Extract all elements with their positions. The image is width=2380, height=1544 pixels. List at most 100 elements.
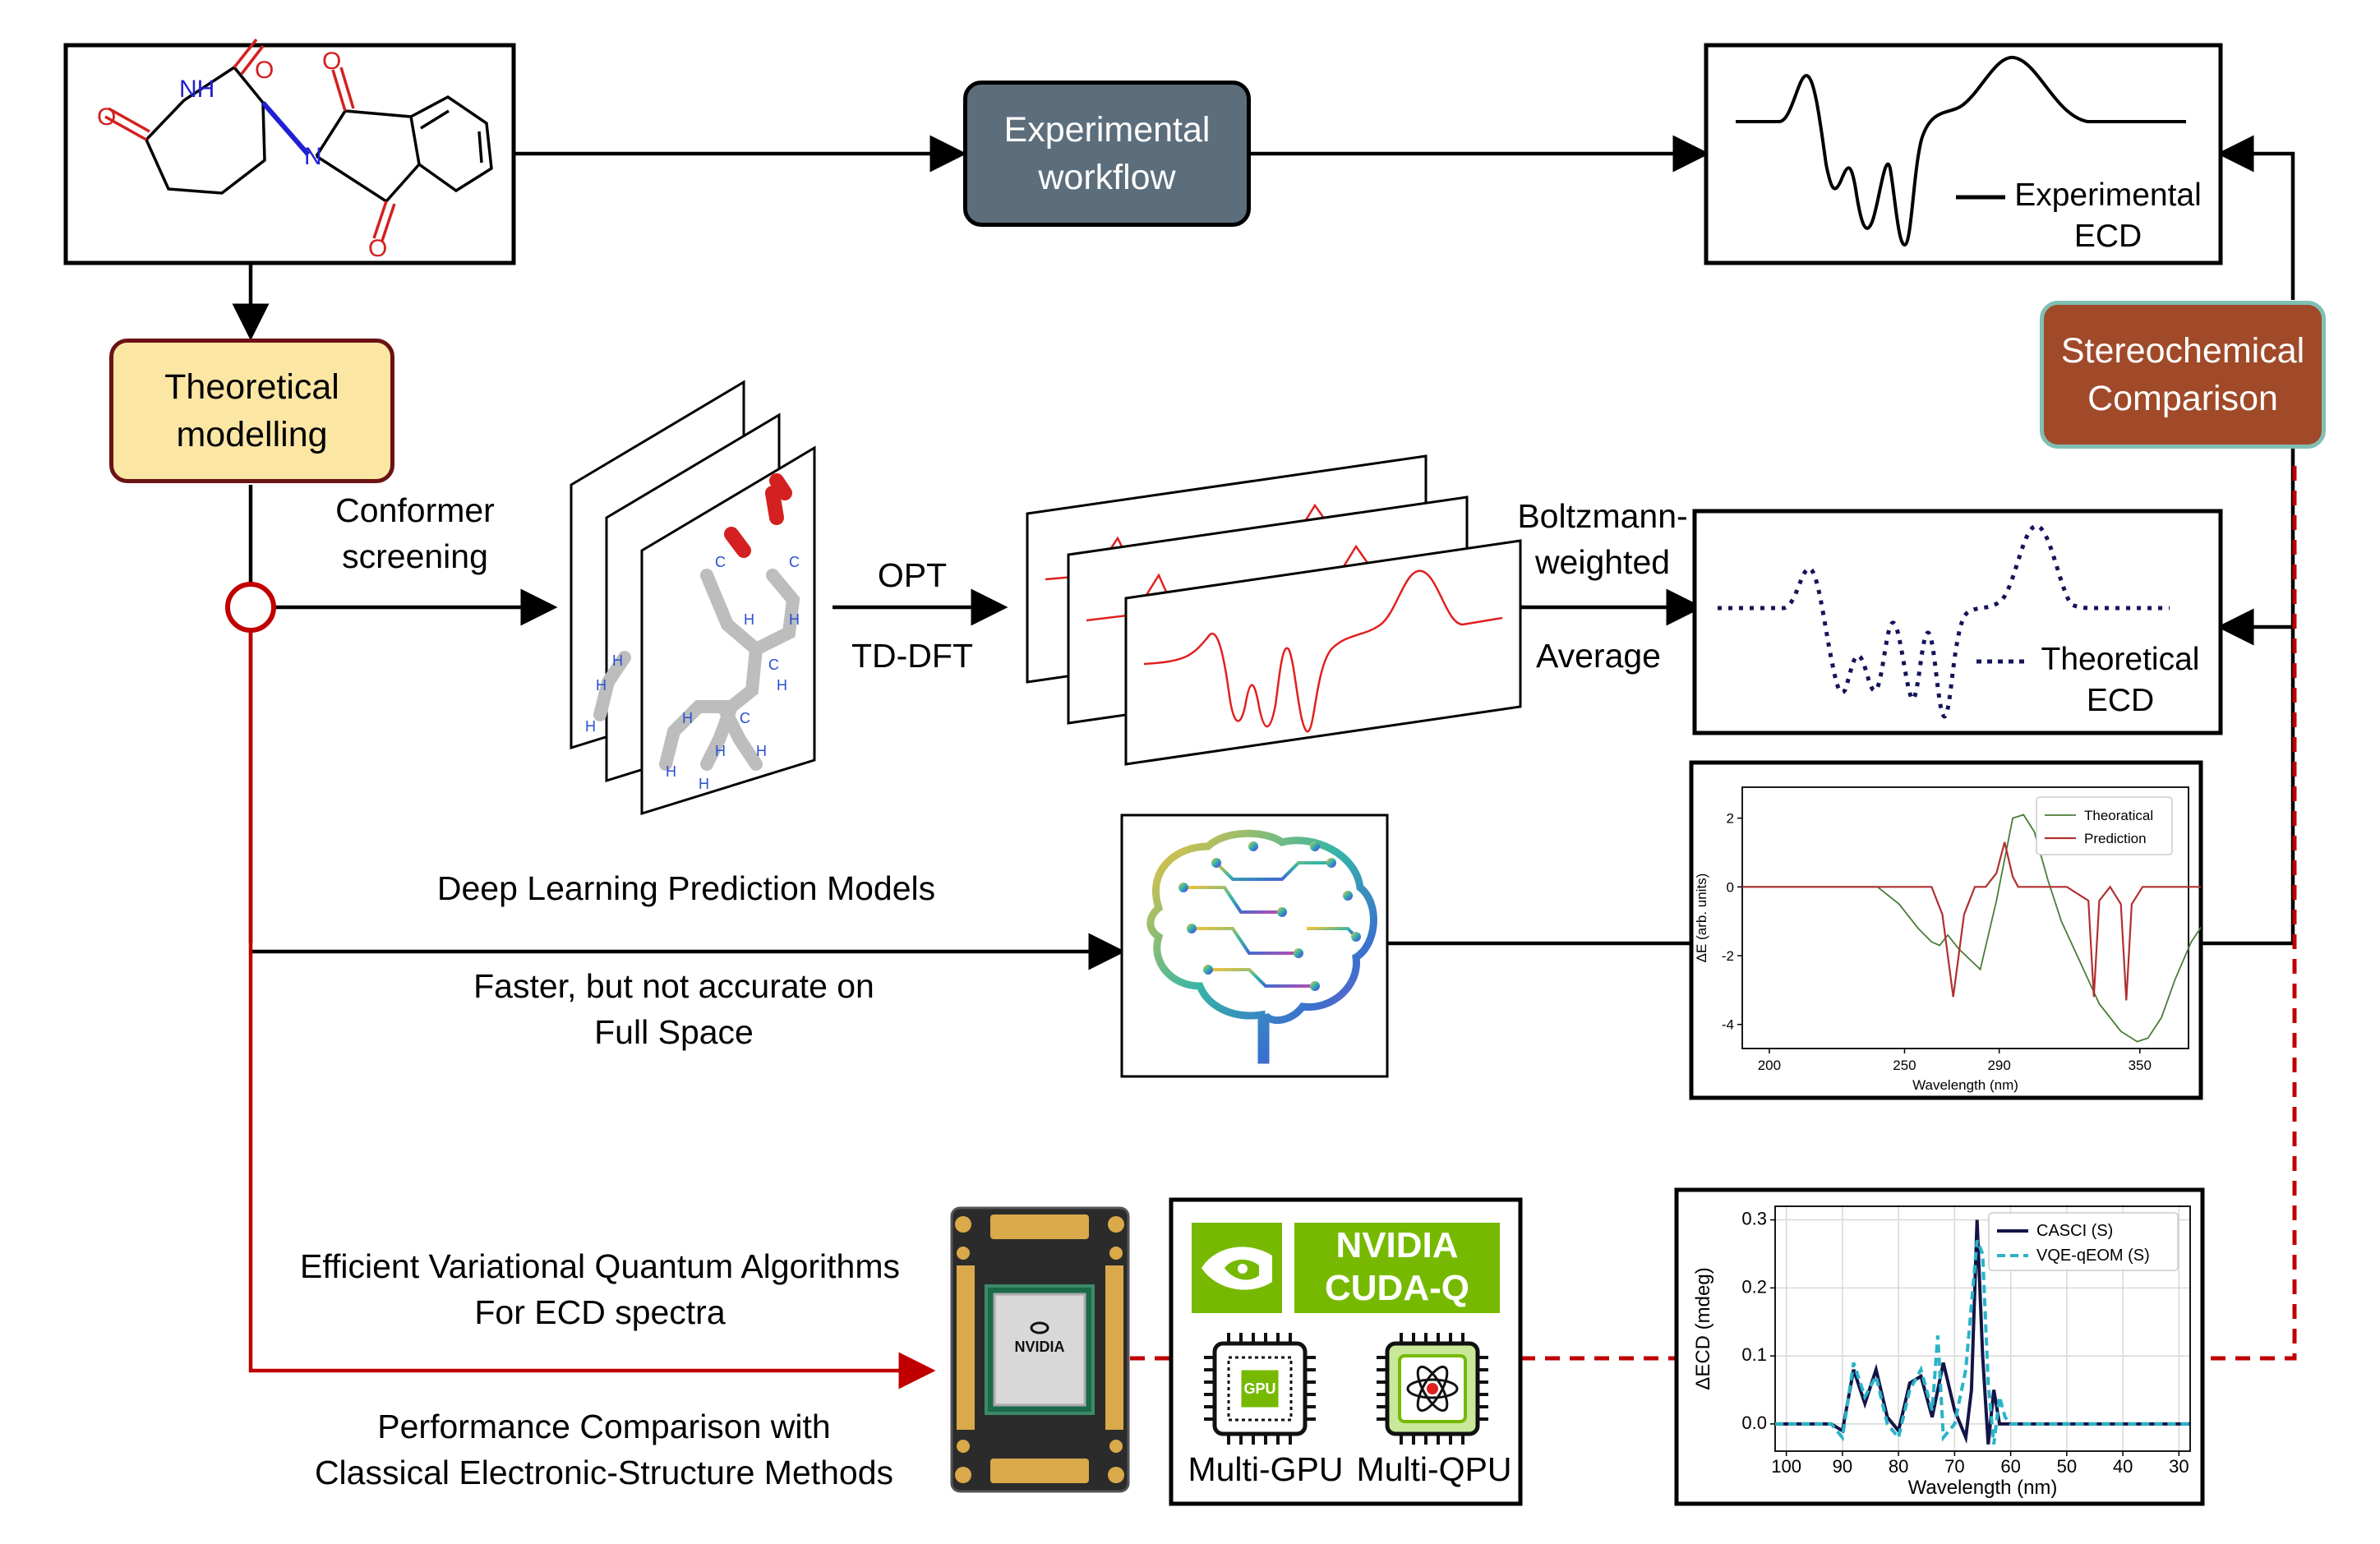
gpu-board-brand-text: NVIDIA (1014, 1339, 1065, 1355)
svg-text:C: C (740, 710, 750, 726)
y-tick-label: 0 (1727, 879, 1734, 895)
experimental-workflow-line2: workflow (1038, 158, 1176, 197)
x-axis-label: Wavelength (nm) (1912, 1077, 2018, 1093)
legend-box (1988, 1212, 2179, 1271)
branch-node (225, 582, 276, 633)
atom-label-N: N (304, 143, 322, 170)
stereochemical-comparison-box[interactable]: Stereochemical Comparison (2040, 301, 2326, 449)
boltzmann-weighted-label: Boltzmann-weighted (1517, 497, 1688, 581)
svg-text:H: H (715, 743, 726, 759)
svg-text:H: H (666, 763, 676, 780)
svg-text:H: H (596, 677, 607, 694)
y-tick-label: 0.3 (1741, 1209, 1767, 1229)
brain-icon (1146, 829, 1377, 1064)
x-tick-label: 40 (2113, 1456, 2133, 1477)
x-tick-label: 50 (2057, 1456, 2077, 1477)
x-tick-label: 350 (2129, 1058, 2152, 1073)
svg-text:H: H (612, 652, 623, 669)
x-tick-label: 100 (1771, 1456, 1801, 1477)
x-axis-label: Wavelength (nm) (1908, 1477, 2058, 1499)
atom-label-O3: O (322, 48, 341, 75)
legend-label-2: VQE-qEOM (S) (2036, 1247, 2150, 1265)
conformer-stack: HCH HHC HHH HHH CCH (570, 380, 816, 816)
y-tick-label: 0.1 (1741, 1344, 1767, 1365)
x-tick-label: 90 (1833, 1456, 1852, 1477)
x-tick-label: 200 (1758, 1058, 1781, 1073)
plot-area-frame (1774, 1205, 2191, 1452)
x-tick-label: 70 (1944, 1456, 1964, 1477)
svg-text:C: C (768, 657, 779, 673)
experimental-ecd-box (1704, 43, 2223, 265)
series-line-2 (1742, 841, 2201, 1001)
molecule-structure (104, 38, 493, 242)
series-line-1 (1742, 813, 2201, 1043)
theoretical-modelling-box[interactable]: Theoretical modelling (109, 339, 394, 483)
arrow-comparison-to-exp-ecd (2216, 135, 2295, 300)
experimental-workflow-line1: Experimental (1003, 110, 1211, 150)
atom-label-O4: O (368, 235, 387, 262)
molecule-box (63, 43, 516, 265)
series-line-1 (1775, 1219, 2190, 1445)
theoretical-modelling-line2: modelling (176, 415, 328, 454)
legend-box (2036, 796, 2173, 855)
atom-label-O2: O (255, 57, 274, 84)
legend-label-2: Prediction (2084, 831, 2147, 846)
qpu-chip-icon (1377, 1333, 1488, 1445)
theoretical-ecd-curve (1718, 523, 2170, 719)
red-path-to-gpu (248, 630, 936, 1390)
y-tick-label: 0.2 (1741, 1276, 1767, 1297)
gpu-chip-icon (1204, 1333, 1316, 1445)
legend-label-1: CASCI (S) (2036, 1222, 2113, 1240)
y-axis-label: ΔECD (mdeg) (1692, 1267, 1714, 1390)
x-tick-label: 30 (2169, 1456, 2189, 1477)
svg-text:H: H (777, 677, 787, 694)
nvidia-cudaq-banner (1294, 1223, 1500, 1313)
svg-text:H: H (744, 611, 754, 628)
x-tick-label: 60 (2000, 1456, 2020, 1477)
x-tick-label: 80 (1889, 1456, 1908, 1477)
atom-label-O1: O (97, 104, 116, 131)
opt-label: OPT (877, 556, 948, 594)
red-dash-chart-to-comparison (2211, 460, 2297, 1361)
svg-text:C: C (715, 554, 726, 570)
svg-text:H: H (682, 710, 693, 726)
y-tick-label: 2 (1727, 811, 1734, 827)
svg-text:H: H (789, 611, 800, 628)
multi-gpu-label: Multi-GPU (1188, 1450, 1344, 1488)
theoretical-ecd-box (1692, 509, 2223, 735)
legend-label-1: Theoratical (2084, 808, 2153, 823)
y-tick-label: -2 (1722, 948, 1734, 964)
theoretical-modelling-line1: Theoretical (164, 367, 339, 407)
deep-learning-label: Deep Learning Prediction Models (436, 869, 936, 907)
tddft-label: TD-DFT (851, 637, 973, 675)
average-label: Average (1536, 637, 1661, 675)
svg-text:H: H (756, 743, 767, 759)
experimental-ecd-curve (1736, 56, 2186, 247)
y-tick-label: -4 (1722, 1017, 1734, 1033)
svg-text:H: H (699, 776, 709, 792)
nvidia-logo-icon (1192, 1223, 1282, 1313)
gpu-board-icon (950, 1206, 1130, 1493)
x-tick-label: 290 (1987, 1058, 2010, 1073)
stereochemical-comparison-line2: Comparison (2087, 379, 2278, 418)
gpu-chip-text: GPU (1243, 1380, 1276, 1397)
atom-label-NH: NH (179, 76, 214, 103)
multi-qpu-label: Multi-QPU (1356, 1450, 1512, 1488)
plot-area-frame (1741, 786, 2189, 1049)
stereochemical-comparison-line1: Stereochemical (2060, 331, 2305, 371)
experimental-workflow-box[interactable]: Experimental workflow (963, 81, 1251, 227)
y-axis-label: ΔE (arb. units) (1694, 873, 1709, 963)
svg-text:C: C (789, 554, 800, 570)
vqa-label: Efficient Variational Quantum Algorithms… (299, 1247, 900, 1331)
x-tick-label: 250 (1893, 1058, 1916, 1073)
svg-text:H: H (585, 718, 596, 735)
